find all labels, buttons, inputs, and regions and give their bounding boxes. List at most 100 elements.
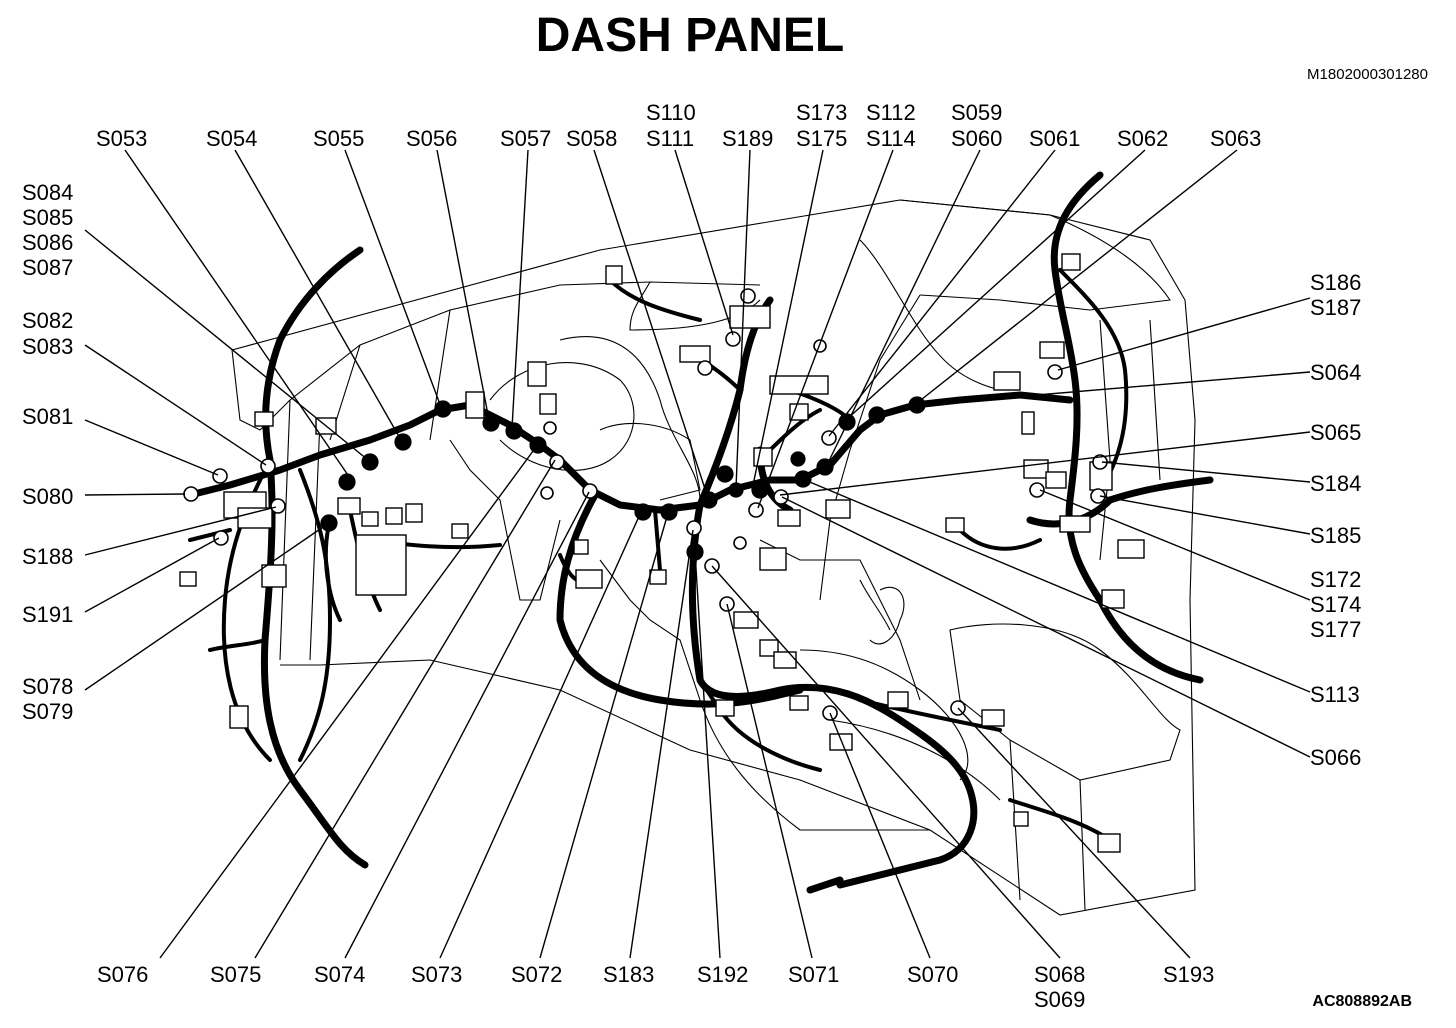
connector-block: [753, 447, 773, 467]
label-s072: S072: [511, 962, 562, 987]
connector-block: [261, 564, 287, 588]
splice-labels-right: S186 S187 S064 S065 S184 S185 S172 S174 …: [1310, 270, 1361, 770]
label-s064: S064: [1310, 360, 1361, 385]
label-s173: S173: [796, 100, 847, 125]
label-s068: S068: [1034, 962, 1085, 987]
label-s062: S062: [1117, 126, 1168, 151]
label-s193: S193: [1163, 962, 1214, 987]
connector-block: [237, 507, 273, 529]
connector-block: [773, 651, 797, 669]
connector-block: [729, 305, 771, 329]
label-s058: S058: [566, 126, 617, 151]
label-s053: S053: [96, 126, 147, 151]
label-s085: S085: [22, 205, 73, 230]
label-s057: S057: [500, 126, 551, 151]
connector-block: [759, 547, 787, 571]
label-s084: S084: [22, 180, 73, 205]
connector-block: [777, 509, 801, 527]
connector-block: [1039, 341, 1065, 359]
connector-block: [405, 503, 423, 523]
connector-block: [539, 393, 557, 415]
connector-block: [945, 517, 965, 533]
connector-block: [829, 733, 853, 751]
label-s087: S087: [22, 255, 73, 280]
connector-block: [679, 345, 711, 363]
connector-block: [649, 569, 667, 585]
reference-number-top: M1802000301280: [1307, 66, 1428, 83]
connector-block: [993, 371, 1021, 391]
label-s065: S065: [1310, 420, 1361, 445]
label-s192: S192: [697, 962, 748, 987]
splice-labels-top: S053 S054 S055 S056 S057 S058 S110 S111 …: [96, 100, 1261, 151]
connector-block: [361, 511, 379, 527]
label-s184: S184: [1310, 471, 1361, 496]
connector-block: [1101, 589, 1125, 609]
leader-lines: [84, 149, 1311, 959]
junction-block: [355, 534, 407, 596]
connector-block: [1097, 833, 1121, 853]
connector-block: [789, 403, 809, 421]
label-s112: S112: [866, 100, 916, 125]
label-s056: S056: [406, 126, 457, 151]
label-s086: S086: [22, 230, 73, 255]
label-s078: S078: [22, 674, 73, 699]
connector-block: [1045, 471, 1067, 489]
label-s191: S191: [22, 602, 73, 627]
label-s189: S189: [722, 126, 773, 151]
connector-block: [451, 523, 469, 539]
label-s063: S063: [1210, 126, 1261, 151]
label-s177: S177: [1310, 617, 1361, 642]
label-s055: S055: [313, 126, 364, 151]
label-s185: S185: [1310, 523, 1361, 548]
diagram-title: DASH PANEL: [535, 9, 845, 62]
label-s061: S061: [1029, 126, 1080, 151]
connector-block: [229, 705, 249, 729]
label-s074: S074: [314, 962, 365, 987]
label-s075: S075: [210, 962, 261, 987]
connector-block: [1013, 811, 1029, 827]
label-s069: S069: [1034, 987, 1085, 1012]
label-s183: S183: [603, 962, 654, 987]
splice-labels-left: S084 S085 S086 S087 S082 S083 S081 S080 …: [22, 180, 73, 724]
label-s111: S111: [646, 126, 694, 151]
connector-block: [825, 499, 851, 519]
label-s066: S066: [1310, 745, 1361, 770]
connector-block: [527, 361, 547, 387]
connector-block: [573, 539, 589, 555]
connector-block: [769, 375, 829, 395]
label-s079: S079: [22, 699, 73, 724]
connector-block: [715, 699, 735, 717]
splice-points: [183, 288, 1108, 721]
label-s186: S186: [1310, 270, 1361, 295]
connector-block: [254, 411, 274, 427]
connector-block: [789, 695, 809, 711]
label-s175: S175: [796, 126, 847, 151]
label-s187: S187: [1310, 295, 1361, 320]
label-s070: S070: [907, 962, 958, 987]
connector-block: [179, 571, 197, 587]
label-s080: S080: [22, 484, 73, 509]
label-s081: S081: [22, 404, 73, 429]
connector-block: [337, 497, 361, 515]
connector-block: [465, 391, 485, 419]
connector-block: [887, 691, 909, 709]
label-s054: S054: [206, 126, 257, 151]
label-s073: S073: [411, 962, 462, 987]
label-s174: S174: [1310, 592, 1361, 617]
connector-block: [1059, 515, 1091, 533]
label-s083: S083: [22, 334, 73, 359]
connector-block: [1023, 459, 1049, 479]
connector-block: [733, 611, 759, 629]
label-s071: S071: [788, 962, 839, 987]
label-s188: S188: [22, 544, 73, 569]
label-s076: S076: [97, 962, 148, 987]
connector-block: [385, 507, 403, 525]
connector-block: [1021, 411, 1035, 435]
label-s114: S114: [866, 126, 916, 151]
connector-block: [575, 569, 603, 589]
connector-block: [981, 709, 1005, 727]
label-s082: S082: [22, 308, 73, 333]
splice-labels-bottom: S076 S075 S074 S073 S072 S183 S192 S071 …: [97, 962, 1214, 1012]
